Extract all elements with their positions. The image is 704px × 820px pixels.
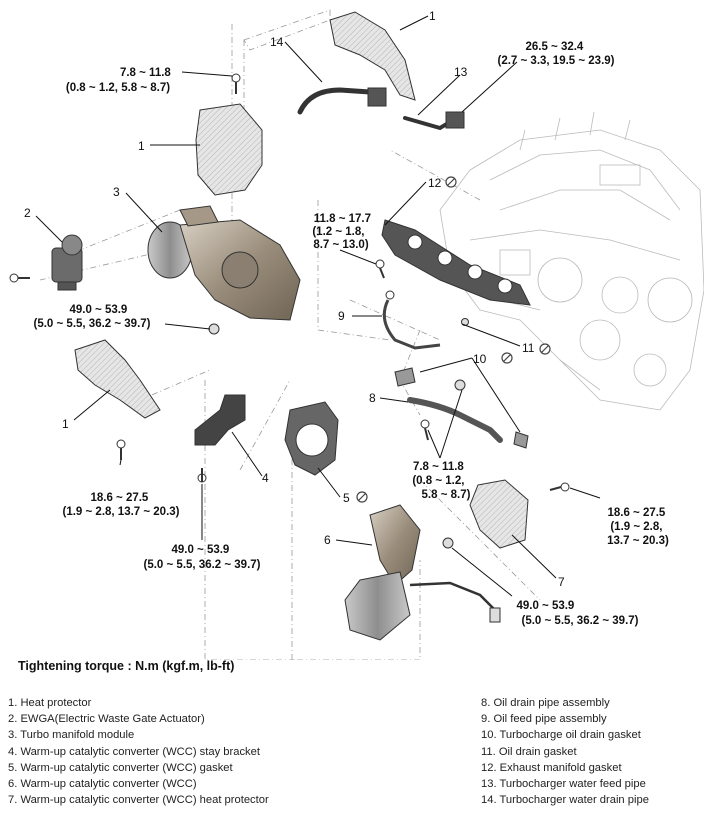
legend-item: 2. EWGA(Electric Waste Gate Actuator) [8, 713, 205, 726]
legend-item: 7. Warm-up catalytic converter (WCC) hea… [8, 794, 269, 807]
callout-10: 10 [473, 352, 487, 366]
legend-item: 3. Turbo manifold module [8, 729, 135, 742]
torque-label-wcc-heat-protector-bolt: 18.6 ~ 27.5 (1.9 ~ 2.8, 13.7 ~ 20.3) [607, 507, 669, 547]
no-reuse-icon [356, 491, 368, 503]
heat-protector-middle [195, 103, 263, 196]
turbo-manifold-module [147, 205, 301, 321]
callout-3: 3 [113, 185, 120, 199]
assembly-boundary-lines [39, 9, 541, 660]
legend-item: 9. Oil feed pipe assembly [481, 713, 607, 726]
bolt-icon [197, 468, 207, 483]
callout-13: 13 [454, 65, 468, 79]
bolt-icon [116, 439, 126, 460]
no-reuse-icon [539, 343, 551, 355]
water-drain-pipe [297, 87, 387, 115]
callout-4: 4 [262, 471, 269, 485]
legend-item: 8. Oil drain pipe assembly [481, 697, 610, 709]
torque-label-oil-feed: 11.8 ~ 17.7 (1.2 ~ 1.8, 8.7 ~ 13.0) [312, 213, 374, 251]
bolt-icon [9, 273, 30, 283]
water-feed-pipe [403, 111, 465, 131]
legend-item: 13. Turbocharger water feed pipe [481, 778, 646, 791]
legend-item: 11. Oil drain gasket [481, 745, 577, 758]
legend-item: 12. Exhaust manifold gasket [481, 761, 622, 774]
callout-1-middle: 1 [138, 139, 145, 153]
no-reuse-markers [356, 176, 551, 503]
heat-protector-lower [74, 339, 161, 419]
ewga-actuator [51, 234, 83, 291]
parts-legend-right: 8. Oil drain pipe assembly 9. Oil feed p… [481, 695, 701, 808]
nut-icon [442, 537, 454, 549]
callout-numbers: 1 14 13 1 3 12 2 9 11 10 8 1 4 5 6 7 [24, 9, 565, 589]
legend-item: 4. Warm-up catalytic converter (WCC) sta… [8, 745, 260, 758]
bolt-icon [549, 482, 570, 492]
callout-5: 5 [343, 491, 350, 505]
exhaust-manifold-gasket [381, 219, 531, 306]
leader-lines [35, 15, 601, 597]
torque-label-heat-protector-lower-bolt: 18.6 ~ 27.5 (1.9 ~ 2.8, 13.7 ~ 20.3) [63, 492, 180, 518]
callout-12: 12 [428, 176, 442, 190]
bolt-icon [375, 259, 385, 279]
torque-labels: 26.5 ~ 32.4 (2.7 ~ 3.3, 19.5 ~ 23.9) 7.8… [34, 41, 670, 627]
wcc-converter [344, 504, 501, 641]
oil-drain-pipe [394, 367, 529, 449]
legend-item: 5. Warm-up catalytic converter (WCC) gas… [8, 761, 233, 774]
legend-item: 1. Heat protector [8, 697, 92, 709]
no-reuse-icon [501, 352, 513, 364]
callout-11: 11 [522, 341, 535, 355]
callout-8: 8 [369, 391, 376, 405]
heat-protector-top [329, 11, 416, 101]
oil-feed-pipe [382, 290, 441, 350]
callout-2: 2 [24, 206, 31, 220]
callout-6: 6 [324, 533, 331, 547]
wcc-gasket [284, 401, 339, 476]
callout-7: 7 [558, 575, 565, 589]
torque-label-oil-drain-bolt: 7.8 ~ 11.8 (0.8 ~ 1.2, 5.8 ~ 8.7) [412, 461, 470, 501]
torque-label-turbo-nut: 49.0 ~ 53.9 (5.0 ~ 5.5, 36.2 ~ 39.7) [34, 304, 151, 330]
exploded-parts-diagram: 1 14 13 1 3 12 2 9 11 10 8 1 4 5 6 7 26.… [9, 9, 704, 660]
bolt-icon [420, 419, 430, 441]
callout-9: 9 [338, 309, 345, 323]
legend-item: 6. Warm-up catalytic converter (WCC) [8, 778, 197, 791]
parts-legend-left: 1. Heat protector 2. EWGA(Electric Waste… [8, 695, 408, 808]
wcc-stay-bracket [194, 394, 246, 446]
torque-label-stay-bracket-bolt: 49.0 ~ 53.9 (5.0 ~ 5.5, 36.2 ~ 39.7) [144, 544, 261, 571]
no-reuse-icon [445, 176, 457, 188]
bolt-icon [231, 73, 241, 94]
torque-units-title: Tightening torque : N.m (kgf.m, lb-ft) [18, 659, 235, 673]
torque-label-heat-protector-bolt: 7.8 ~ 11.8 (0.8 ~ 1.2, 5.8 ~ 8.7) [66, 67, 174, 94]
torque-label-water-feed: 26.5 ~ 32.4 (2.7 ~ 3.3, 19.5 ~ 23.9) [498, 41, 615, 67]
legend-item: 14. Turbocharger water drain pipe [481, 794, 649, 807]
callout-1-lower: 1 [62, 417, 69, 431]
nut-icon [208, 323, 220, 335]
callout-14: 14 [270, 35, 284, 49]
torque-label-wcc-nut: 49.0 ~ 53.9 (5.0 ~ 5.5, 36.2 ~ 39.7) [516, 600, 638, 627]
callout-1-top: 1 [429, 9, 436, 23]
nut-icon [454, 379, 466, 391]
legend-item: 10. Turbocharge oil drain gasket [481, 729, 641, 742]
wcc-heat-protector [469, 479, 529, 549]
